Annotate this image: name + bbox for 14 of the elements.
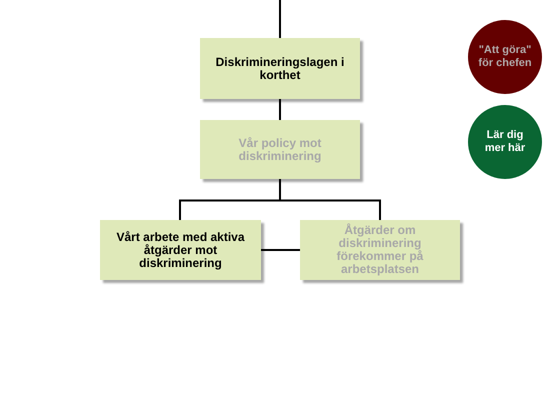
topic-box	[100, 220, 261, 280]
connector-line	[279, 0, 281, 38]
node-label: Diskrimineringslagen i korthet	[214, 56, 346, 82]
connector-line	[279, 179, 381, 220]
connector-line	[279, 99, 281, 120]
topic-box	[200, 38, 360, 99]
node-label: Vår policy mot diskriminering	[238, 136, 322, 162]
node-label: "Att göra" för chefen	[477, 44, 533, 70]
node-label: Åtgärder om diskriminering förekommer på arbetsplatsen	[336, 224, 424, 276]
topic-box	[200, 120, 360, 179]
node-label: Lär dig mer här	[484, 129, 526, 155]
node-label: Vårt arbete med aktiva åtgärder mot diskriminering	[115, 230, 246, 270]
topic-box	[300, 220, 460, 280]
connector-line	[261, 249, 300, 251]
